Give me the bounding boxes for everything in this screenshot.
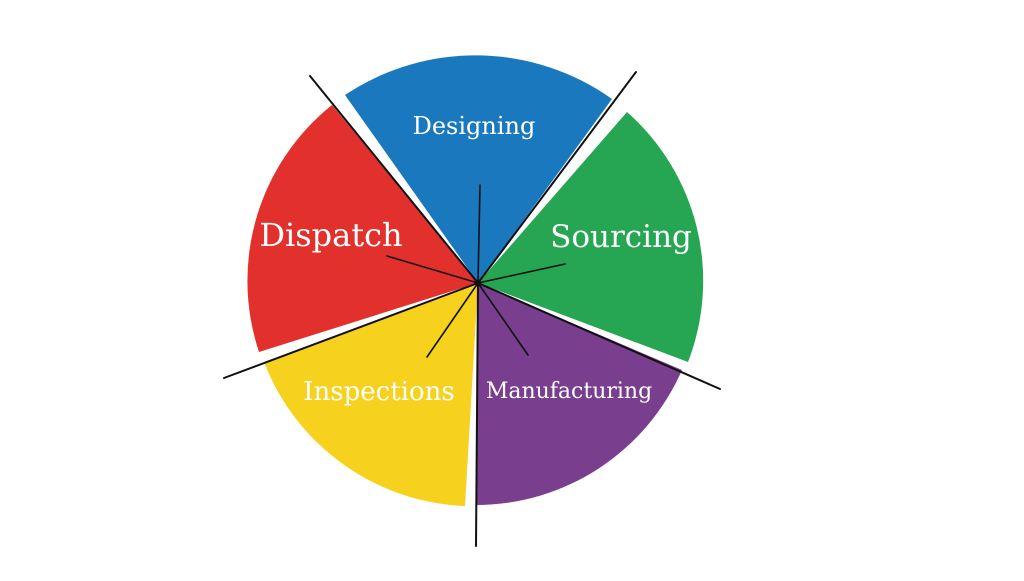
divider-line-sourcing-manufacturing xyxy=(477,282,721,390)
segment-dispatch[interactable] xyxy=(247,105,478,352)
label-inspections: Inspections xyxy=(303,377,454,407)
segment-inspections[interactable] xyxy=(264,283,478,506)
label-sourcing: Sourcing xyxy=(550,219,692,255)
segment-manufacturing[interactable] xyxy=(476,283,682,505)
label-dispatch: Dispatch xyxy=(259,216,402,254)
segment-designing[interactable] xyxy=(345,55,612,284)
spoke-designing xyxy=(477,184,481,284)
divider-line-inspections-dispatch xyxy=(223,282,479,379)
divider-line-dispatch-designing xyxy=(309,75,479,284)
spoke-sourcing xyxy=(477,263,566,284)
spoke-manufacturing xyxy=(477,282,529,356)
divider-line-manufacturing-inspections xyxy=(475,282,479,547)
spoke-inspections xyxy=(426,282,479,358)
divider-line-designing-sourcing xyxy=(477,71,637,284)
label-manufacturing: Manufacturing xyxy=(486,379,652,404)
label-designing: Designing xyxy=(413,112,536,140)
spoke-dispatch xyxy=(386,255,479,284)
segment-sourcing[interactable] xyxy=(478,112,704,362)
